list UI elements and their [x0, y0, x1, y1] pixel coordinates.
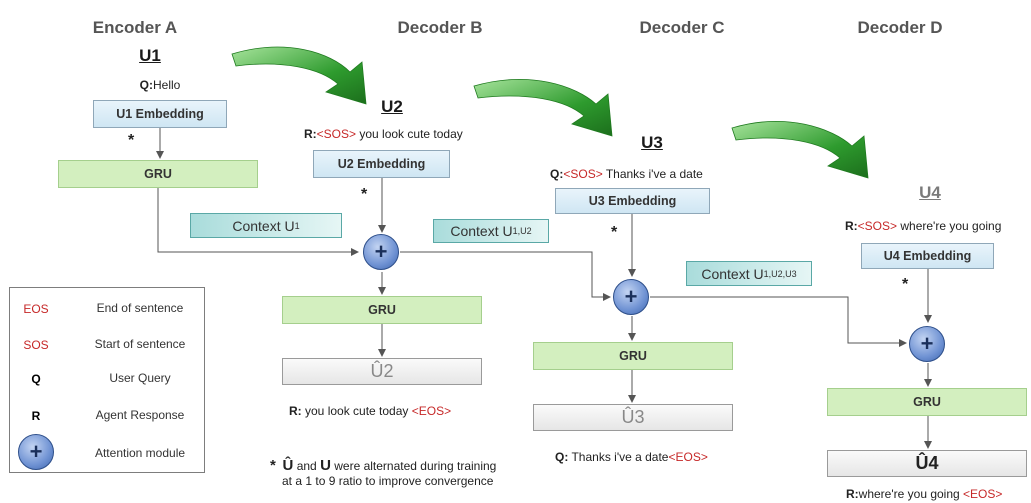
- legend-value-r: Agent Response: [95, 408, 185, 422]
- footnote-line-1: * Û and U were alternated during trainin…: [270, 457, 497, 474]
- star-marker-a: *: [128, 132, 135, 149]
- output-u2-hat: Û2: [282, 358, 482, 385]
- result-b: R: you look cute today <EOS>: [289, 404, 452, 418]
- flow-arrow-c-d: [731, 121, 869, 179]
- u4-label: U4: [919, 183, 941, 202]
- legend: EOS End of sentence SOS Start of sentenc…: [9, 287, 205, 473]
- result-d: R:where're you going <EOS>: [846, 487, 1003, 501]
- utterance-b: R:<SOS> you look cute today: [304, 127, 463, 141]
- star-marker-c: *: [611, 224, 618, 241]
- legend-value-sos: Start of sentence: [94, 337, 186, 351]
- legend-value-q: User Query: [109, 371, 171, 385]
- legend-key-q: Q: [31, 372, 41, 386]
- header-encoder-a: Encoder A: [92, 18, 178, 37]
- gru-b: GRU: [282, 296, 482, 324]
- u1-label: U1: [139, 46, 161, 65]
- footnote-line-2: at a 1 to 9 ratio to improve convergence: [282, 474, 494, 488]
- u3-label: U3: [641, 133, 663, 152]
- gru-d: GRU: [827, 388, 1027, 416]
- u2-label: U2: [381, 97, 403, 116]
- output-u4-hat: Û4: [827, 450, 1027, 477]
- attention-module-c: +: [613, 279, 649, 315]
- legend-key-r: R: [31, 409, 41, 423]
- header-decoder-d: Decoder D: [857, 18, 943, 37]
- legend-key-eos: EOS: [23, 302, 49, 316]
- footnote: * Û and U were alternated during trainin…: [270, 458, 540, 489]
- result-c: Q: Thanks i've a date<EOS>: [555, 450, 708, 464]
- u1-embedding-box: U1 Embedding: [93, 100, 227, 128]
- legend-key-sos: SOS: [23, 338, 49, 352]
- header-decoder-b: Decoder B: [397, 18, 483, 37]
- flow-arrow-b-c: [473, 79, 613, 137]
- attention-module-b: +: [363, 234, 399, 270]
- utterance-c: Q:<SOS> Thanks i've a date: [550, 167, 703, 181]
- header-decoder-c: Decoder C: [639, 18, 725, 37]
- gru-a: GRU: [58, 160, 258, 188]
- star-marker-b: *: [361, 186, 368, 203]
- u4-embedding-box: U4 Embedding: [861, 243, 994, 269]
- star-marker-d: *: [902, 276, 909, 293]
- output-u3-hat: Û3: [533, 404, 733, 431]
- utterance-a: Q:Hello: [139, 78, 181, 92]
- attention-module-d: +: [909, 326, 945, 362]
- legend-value-eos: End of sentence: [96, 301, 184, 315]
- flow-arrow-a-b: [231, 46, 367, 105]
- attention-module-icon: +: [18, 434, 54, 470]
- legend-value-attention: Attention module: [94, 446, 186, 460]
- gru-c: GRU: [533, 342, 733, 370]
- u3-embedding-box: U3 Embedding: [555, 188, 710, 214]
- u2-embedding-box: U2 Embedding: [313, 150, 450, 178]
- utterance-d: R:<SOS> where're you going: [845, 219, 1002, 233]
